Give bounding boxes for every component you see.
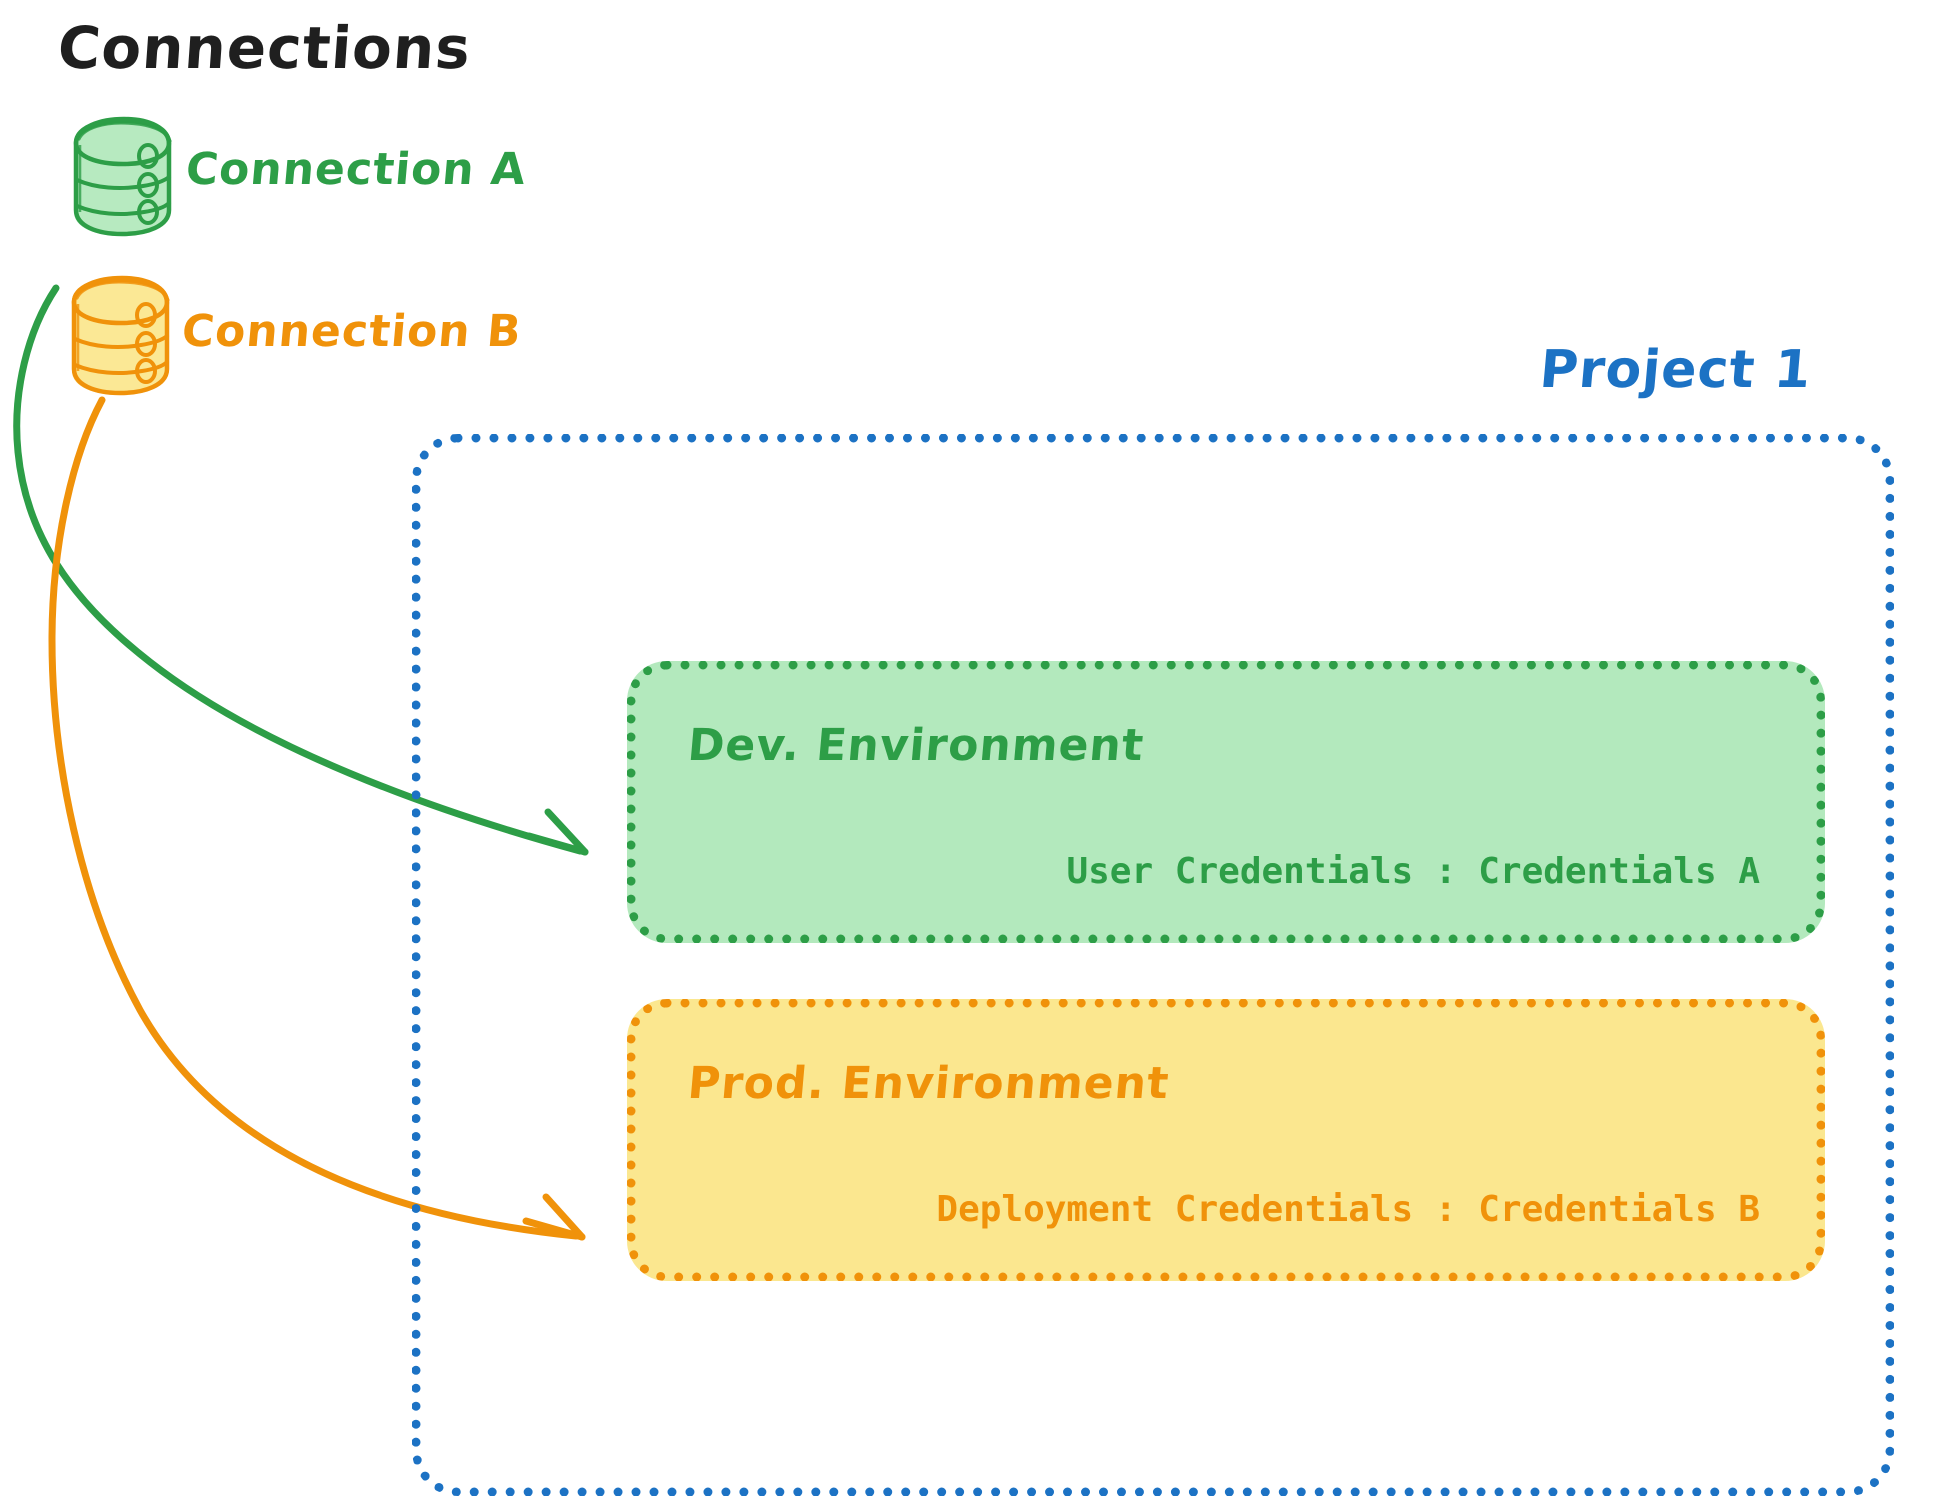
connection-b-label[interactable]: Connection B (179, 306, 524, 357)
project-title: Project 1 (1537, 340, 1815, 400)
dev-environment-box[interactable]: Dev. Environment User Credentials : Cred… (627, 661, 1825, 943)
page-title: Connections (55, 14, 474, 82)
database-cylinder-icon-connection-a (73, 116, 172, 237)
prod-environment-box[interactable]: Prod. Environment Deployment Credentials… (627, 999, 1825, 1281)
dev-environment-title: Dev. Environment (685, 720, 1147, 771)
prod-environment-credentials: Deployment Credentials : Credentials B (936, 1189, 1760, 1230)
database-cylinder-icon-connection-b (71, 275, 170, 396)
dev-environment-credentials: User Credentials : Credentials A (1066, 851, 1760, 892)
connection-a-label[interactable]: Connection A (183, 144, 529, 195)
prod-environment-title: Prod. Environment (685, 1058, 1172, 1109)
project-container: Dev. Environment User Credentials : Cred… (412, 434, 1894, 1496)
